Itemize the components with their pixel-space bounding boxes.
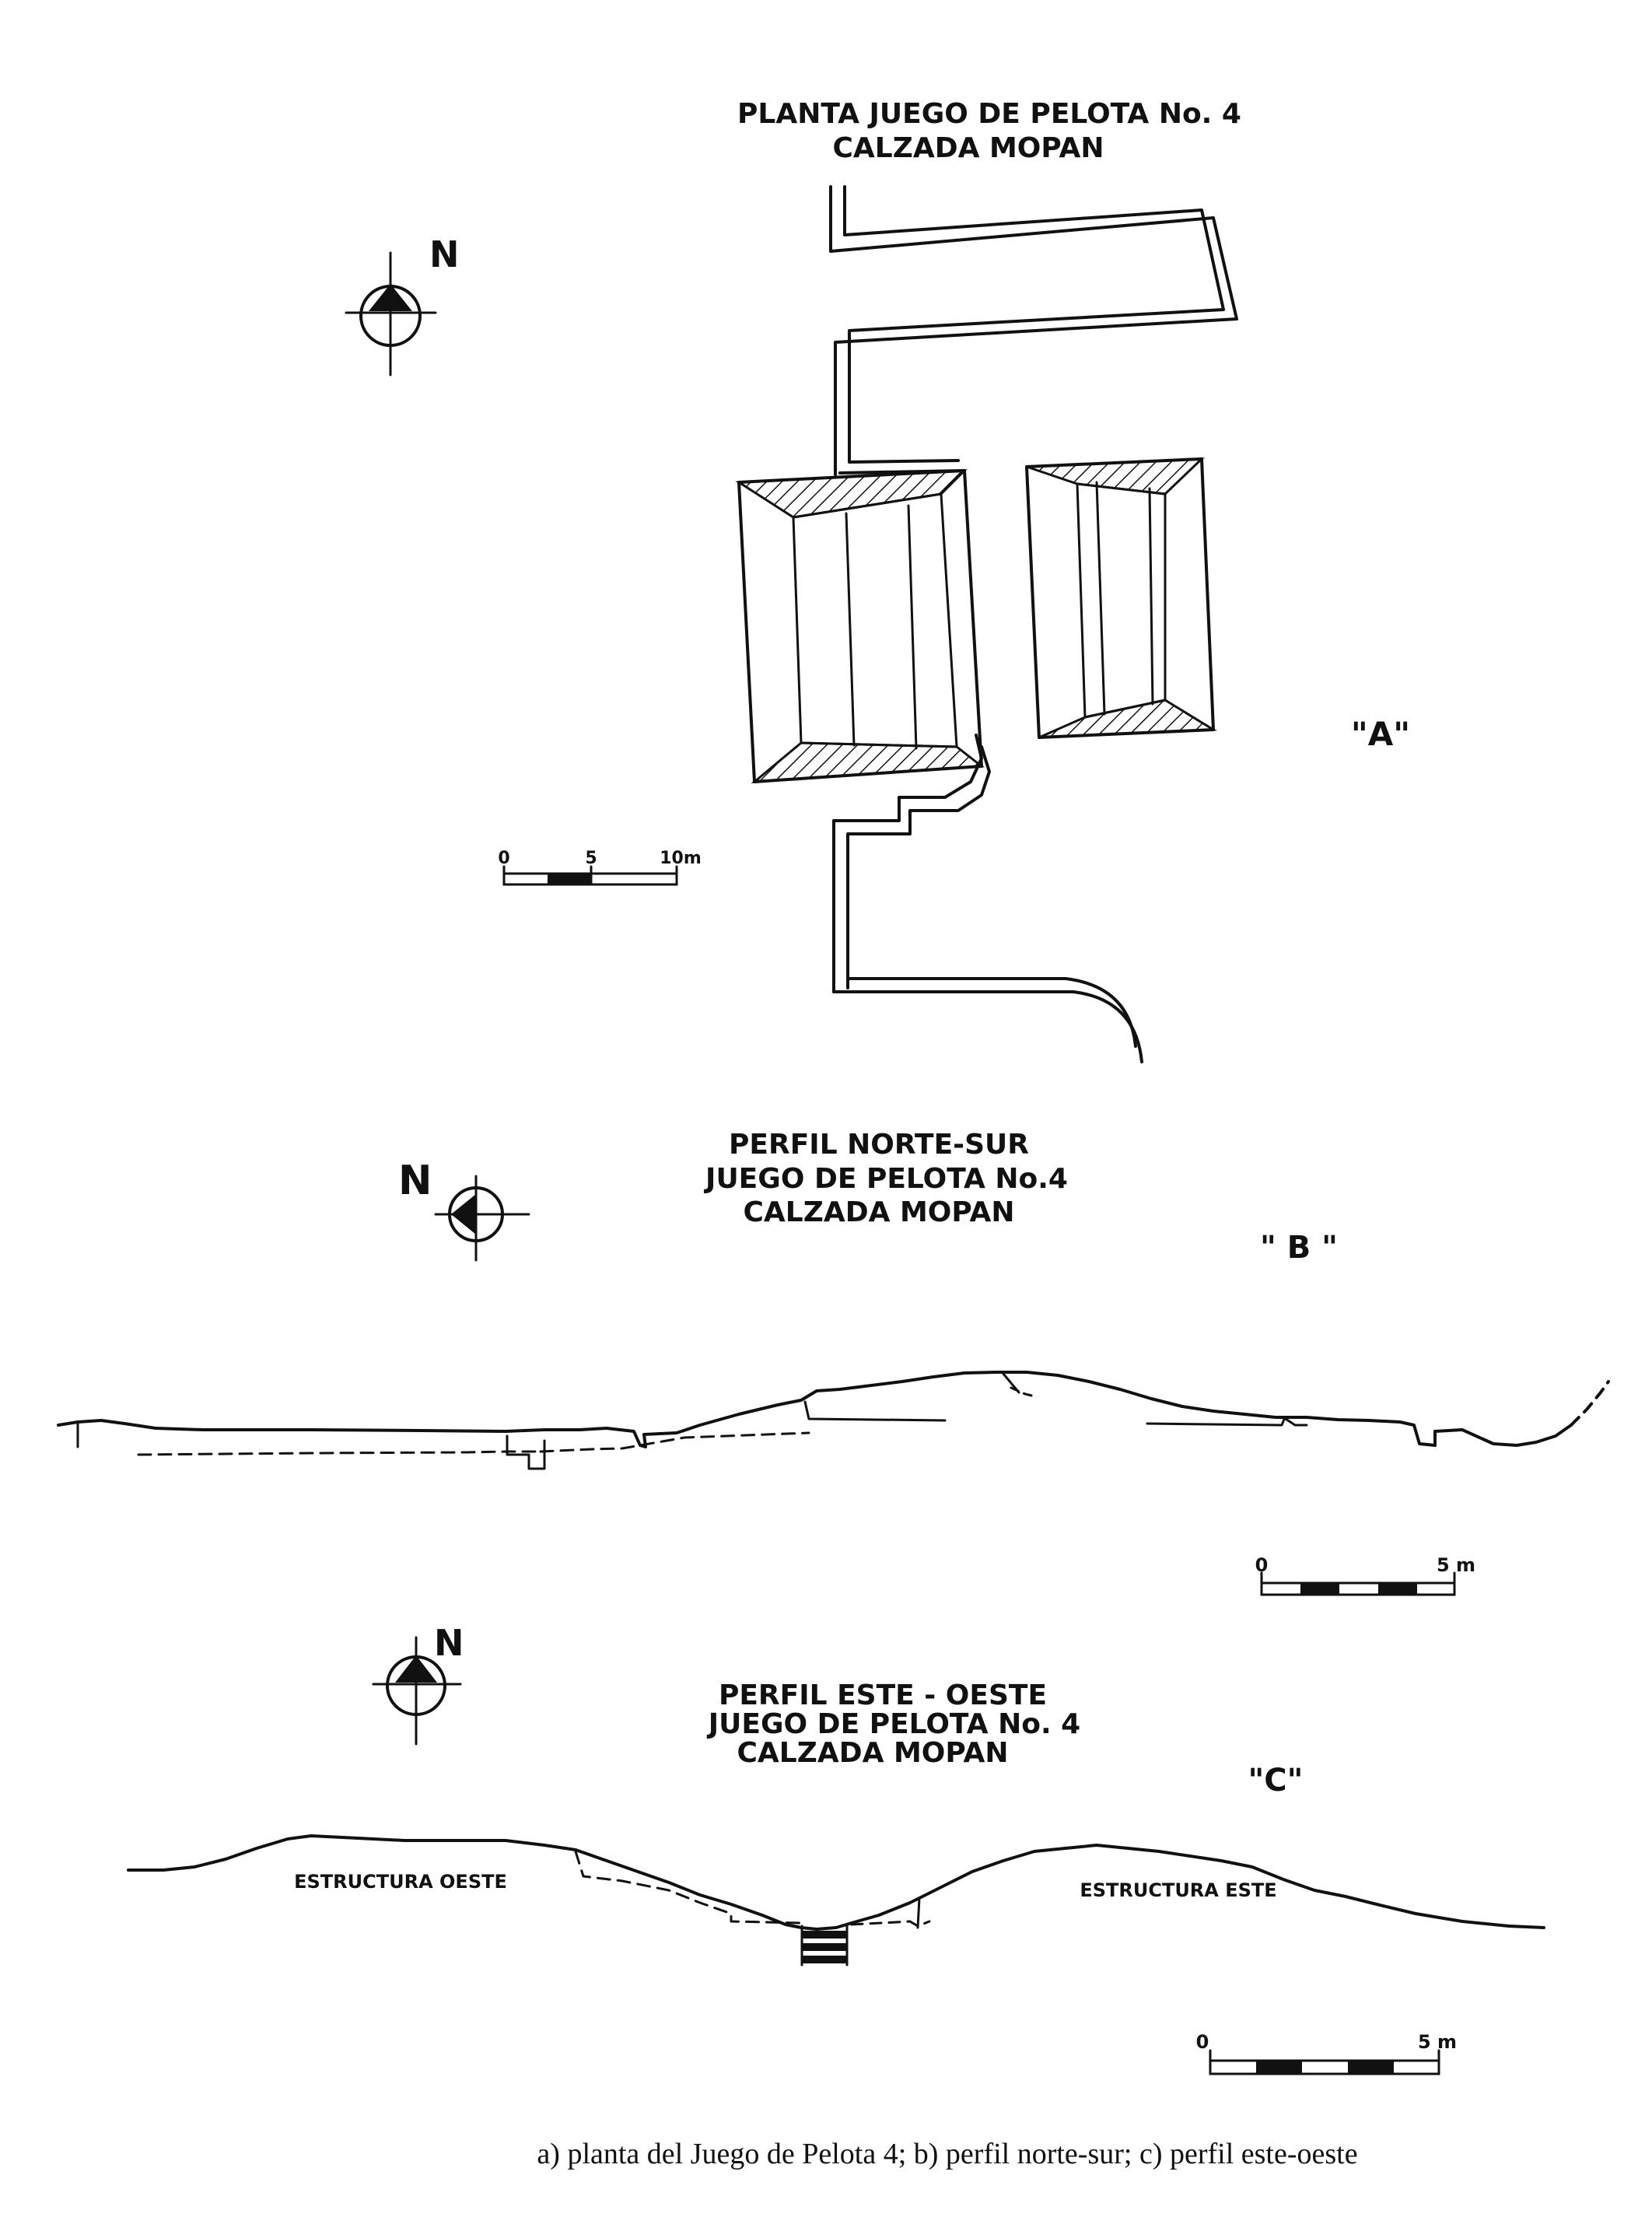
panel-b-title-line2: JUEGO DE PELOTA No.4 — [703, 1163, 1068, 1195]
scale-c-end: 5 m — [1418, 2031, 1457, 2053]
panel-a-plan: PLANTA JUEGO DE PELOTA No. 4 CALZADA MOP… — [345, 98, 1410, 1063]
north-label-c: N — [434, 1622, 464, 1664]
panel-a-tag: "A" — [1351, 715, 1410, 753]
scale-b-end: 5 m — [1437, 1554, 1475, 1576]
north-arrow-icon: N — [398, 1158, 530, 1262]
scale-b-zero: 0 — [1255, 1554, 1269, 1576]
north-arrow-icon: N — [345, 233, 460, 377]
central-steps — [800, 1925, 849, 1967]
panel-c-title-line3: CALZADA MOPAN — [737, 1737, 1009, 1769]
north-label-b: N — [398, 1158, 432, 1204]
panel-c-profile: N PERFIL ESTE - OESTE JUEGO DE PELOTA No… — [127, 1622, 1545, 2075]
scale-a-zero: 0 — [498, 849, 509, 868]
north-label-a: N — [429, 233, 460, 275]
scale-bar-b: 0 5 m — [1255, 1554, 1475, 1596]
panel-b-profile: PERFIL NORTE-SUR JUEGO DE PELOTA No.4 CA… — [57, 1129, 1610, 1596]
panel-b-tag: " B " — [1260, 1230, 1338, 1266]
scale-a-mid: 5 — [585, 849, 597, 868]
figure-caption: a) planta del Juego de Pelota 4; b) perf… — [537, 2138, 1357, 2170]
scale-c-zero: 0 — [1196, 2031, 1209, 2053]
label-east-structure: ESTRUCTURA ESTE — [1080, 1879, 1276, 1901]
panel-c-tag: "C" — [1248, 1763, 1303, 1798]
scale-a-end: 10m — [660, 849, 702, 868]
panel-b-title-line3: CALZADA MOPAN — [744, 1196, 1015, 1228]
east-structure-plan — [1025, 457, 1217, 739]
scale-bar-a: 0 5 10m — [498, 849, 702, 886]
scale-bar-c: 0 5 m — [1196, 2031, 1457, 2075]
panel-c-title-line2: JUEGO DE PELOTA No. 4 — [706, 1708, 1080, 1740]
panel-b-title-line1: PERFIL NORTE-SUR — [729, 1129, 1029, 1161]
panel-c-title-line1: PERFIL ESTE - OESTE — [719, 1679, 1047, 1711]
panel-a-title-line2: CALZADA MOPAN — [833, 132, 1104, 164]
panel-a-title-line1: PLANTA JUEGO DE PELOTA No. 4 — [737, 98, 1241, 130]
north-arrow-icon: N — [372, 1622, 464, 1746]
label-west-structure: ESTRUCTURA OESTE — [294, 1871, 507, 1893]
west-structure-plan — [735, 469, 985, 783]
